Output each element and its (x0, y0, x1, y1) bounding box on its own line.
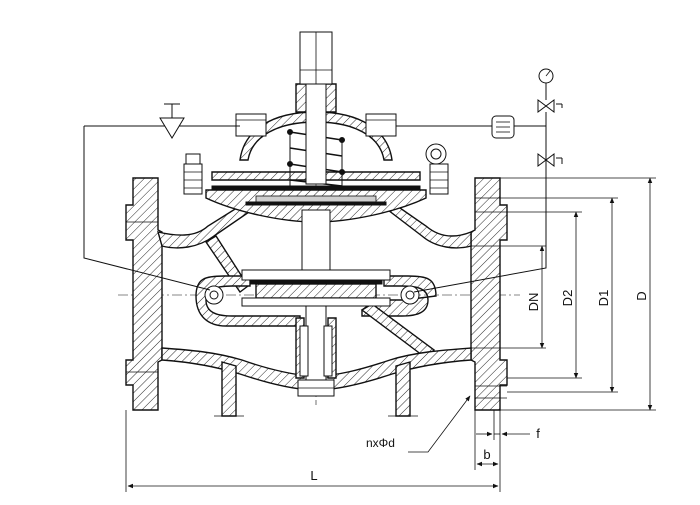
label-bolt-holes: nxΦd (366, 436, 395, 450)
valve-disc (241, 269, 391, 307)
air-valve-icon (159, 117, 185, 139)
vertical-dimensions (539, 177, 653, 411)
pilot-ports (204, 285, 420, 305)
needle-valve-top-icon (537, 99, 555, 113)
control-pipeline (83, 68, 563, 293)
right-flange (470, 177, 508, 411)
valve-stem (297, 83, 335, 397)
needle-valve-bottom-icon (537, 153, 555, 167)
label-f: f (536, 426, 540, 441)
label-dn: DN (526, 293, 541, 312)
label-d: D (634, 291, 649, 300)
label-l: L (310, 468, 317, 483)
valve-body (156, 195, 472, 417)
horizontal-dimensions (125, 395, 530, 492)
left-flange (125, 177, 163, 411)
dimension-extension-lines (471, 177, 656, 411)
label-d2: D2 (560, 290, 575, 307)
label-d1: D1 (596, 290, 611, 307)
label-b: b (483, 447, 490, 462)
